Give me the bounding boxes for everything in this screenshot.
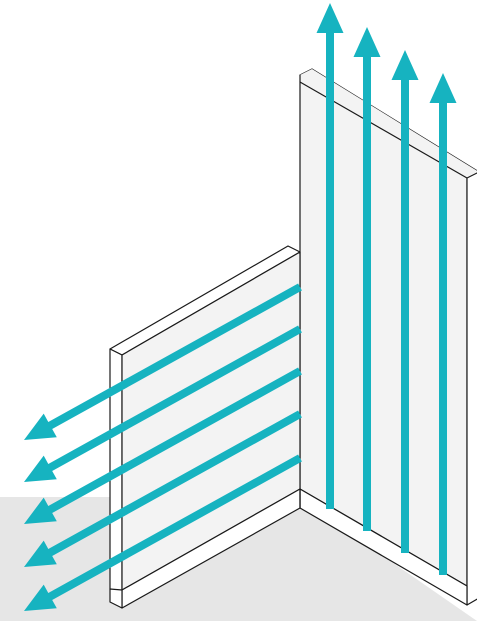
left-panel-bottom-side xyxy=(109,588,123,609)
arrow-icon xyxy=(24,410,302,567)
upward-arrow-4 xyxy=(429,73,457,575)
upward-arrow-1 xyxy=(316,3,344,509)
diagonal-arrow-5 xyxy=(24,454,302,611)
diagonal-arrow-4 xyxy=(24,410,302,567)
diagonal-arrow-2 xyxy=(24,325,302,482)
arrow-icon xyxy=(391,50,419,553)
diagonal-arrow-1 xyxy=(24,283,302,440)
diagonal-arrows-group xyxy=(24,283,302,611)
arrow-icon xyxy=(429,73,457,575)
diagonal-arrow-3 xyxy=(24,367,302,524)
arrow-icon xyxy=(24,454,302,611)
upward-arrow-2 xyxy=(353,27,381,531)
upward-arrows-group xyxy=(316,3,457,575)
arrow-icon xyxy=(24,325,302,482)
arrow-icon xyxy=(24,367,302,524)
right-wall-panel xyxy=(299,68,477,606)
upward-arrow-3 xyxy=(391,50,419,553)
arrow-icon xyxy=(24,283,302,440)
arrow-icon xyxy=(316,3,344,509)
right-panel-side-edge xyxy=(466,172,477,606)
arrow-icon xyxy=(353,27,381,531)
